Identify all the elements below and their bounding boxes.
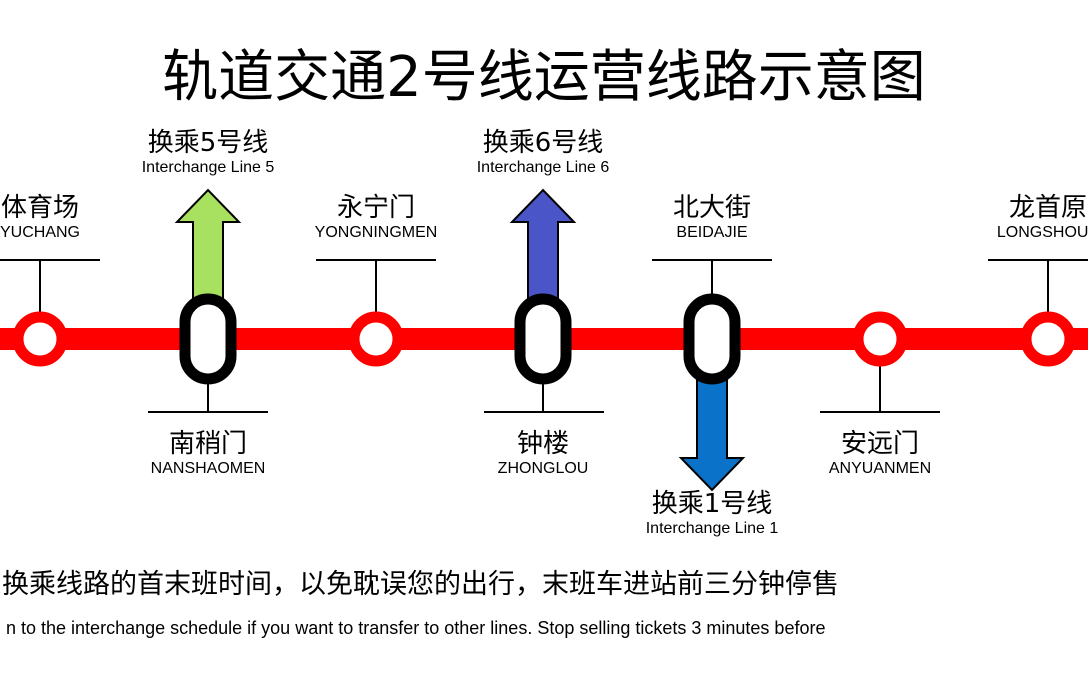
station-label-nanshaomen: 南稍门 NANSHAOMEN: [151, 428, 266, 478]
interchange-marker-zhonglou: [514, 293, 572, 385]
station-label-tiyuchang: 体育场 YUCHANG: [0, 192, 80, 242]
interchange-arrow-line-6: [509, 188, 577, 301]
station-label-zhonglou: 钟楼 ZHONGLOU: [498, 428, 589, 478]
interchange-label-line-6: 换乘6号线 Interchange Line 6: [477, 127, 610, 177]
station-name-zh: 南稍门: [168, 429, 247, 459]
interchange-label-zh: 换乘1号线: [651, 489, 773, 519]
interchange-label-zh: 换乘5号线: [147, 128, 269, 158]
interchange-label-en: Interchange Line 1: [645, 520, 779, 537]
station-label-longshouyuan: 龙首原 LONGSHOUY: [997, 192, 1088, 242]
station-label-yongningmen: 永宁门 YONGNINGMEN: [315, 192, 438, 242]
station-name-zh: 体育场: [0, 193, 80, 223]
interchange-label-en: Interchange Line 5: [141, 159, 275, 176]
station-name-en: ANYUANMEN: [828, 460, 932, 477]
station-name-en: YONGNINGMEN: [314, 224, 438, 241]
station-label-anyuanmen: 安远门 ANYUANMEN: [829, 428, 931, 478]
interchange-label-line-5: 换乘5号线 Interchange Line 5: [142, 127, 275, 177]
bottom-leaders: [148, 366, 940, 413]
interchange-label-zh: 换乘6号线: [482, 128, 604, 158]
station-label-beidajie: 北大街 BEIDAJIE: [673, 192, 751, 242]
interchange-label-en: Interchange Line 6: [476, 159, 610, 176]
station-name-en: LONGSHOUY: [996, 224, 1088, 241]
station-marker-longshouyuan: [1020, 311, 1076, 367]
top-leaders: [0, 259, 1088, 312]
station-name-en: ZHONGLOU: [497, 460, 589, 477]
page-title: 轨道交通2号线运营线路示意图: [162, 45, 926, 110]
station-marker-tiyuchang: [12, 311, 68, 367]
station-name-zh: 永宁门: [336, 193, 416, 223]
station-name-zh: 安远门: [840, 429, 920, 459]
station-name-zh: 龙首原: [1008, 193, 1087, 223]
station-marker-yongningmen: [348, 311, 404, 367]
interchange-arrow-line-1: [678, 379, 746, 492]
notice-text-en: n to the interchange schedule if you wan…: [6, 618, 826, 638]
notice-text-zh: 换乘线路的首末班时间，以免耽误您的出行，末班车进站前三分钟停售: [2, 569, 839, 600]
interchange-arrow-line-5: [174, 188, 242, 301]
station-marker-anyuanmen: [852, 311, 908, 367]
station-name-zh: 钟楼: [516, 429, 570, 459]
station-name-en: NANSHAOMEN: [150, 460, 266, 477]
station-name-zh: 北大街: [672, 193, 752, 223]
interchange-label-line-1: 换乘1号线 Interchange Line 1: [646, 488, 779, 538]
interchange-marker-beidajie: [683, 293, 741, 385]
interchange-marker-nanshaomen: [179, 293, 237, 385]
station-name-en: YUCHANG: [0, 224, 81, 241]
station-name-en: BEIDAJIE: [676, 224, 748, 241]
